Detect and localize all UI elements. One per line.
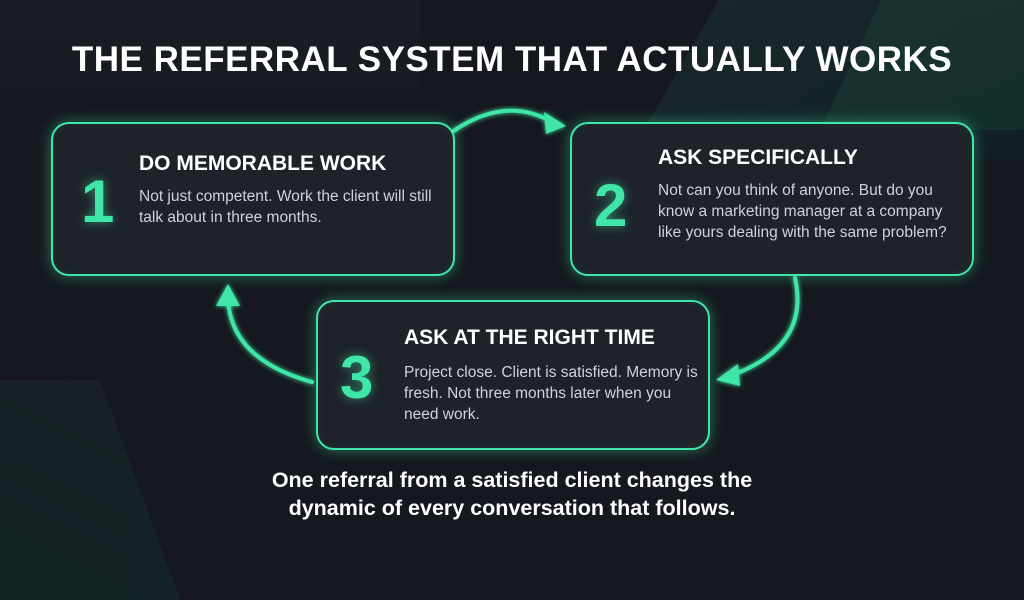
step-description: Not can you think of anyone. But do you … — [658, 182, 947, 241]
step-heading: ASK SPECIFICALLY — [658, 146, 858, 169]
footer-line-1: One referral from a satisfied client cha… — [271, 468, 753, 492]
page-title: THE REFERRAL SYSTEM THAT ACTUALLY WORKS — [71, 40, 953, 79]
step-description: Not just competent. Work the client will… — [139, 188, 432, 226]
step-number: 2 — [594, 172, 628, 239]
footer-tagline: One referral from a satisfied client cha… — [0, 466, 1024, 522]
step-card-3: 3 ASK AT THE RIGHT TIME Project close. C… — [316, 300, 710, 450]
footer-line-2: dynamic of every conversation that follo… — [288, 496, 736, 520]
step-card-1: 1 DO MEMORABLE WORK Not just competent. … — [51, 122, 455, 276]
step-description: Project close. Client is satisfied. Memo… — [404, 364, 698, 423]
arrow-step3-to-step1 — [216, 284, 314, 384]
step-number: 1 — [81, 168, 115, 235]
arrow-step2-to-step3 — [716, 276, 800, 386]
step-heading: ASK AT THE RIGHT TIME — [404, 326, 655, 349]
step-heading: DO MEMORABLE WORK — [139, 152, 387, 175]
step-card-2: 2 ASK SPECIFICALLY Not can you think of … — [570, 122, 974, 276]
step-number: 3 — [340, 344, 374, 411]
arrow-step1-to-step2 — [450, 108, 566, 134]
